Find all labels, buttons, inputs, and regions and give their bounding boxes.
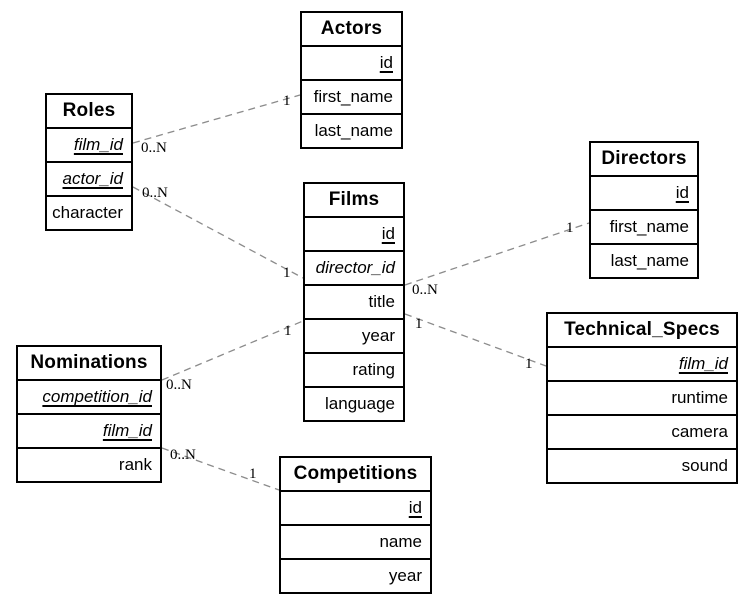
entity-title: Nominations: [30, 352, 148, 373]
cardinality-label: 1: [283, 93, 291, 109]
cardinality-label: 1: [249, 466, 257, 482]
relationship-line-nominations-films: [161, 320, 304, 381]
attribute-id: id: [302, 45, 401, 79]
attribute-id: id: [281, 490, 430, 524]
attribute-name: name: [281, 524, 430, 558]
relationship-line-films-technical_specs: [404, 313, 547, 367]
attribute-film_id: film_id: [47, 127, 131, 161]
cardinality-label: 0..N: [166, 377, 192, 393]
entity-title: Actors: [320, 18, 383, 39]
entity-title: Technical_Specs: [564, 319, 720, 340]
attribute-language: language: [305, 386, 403, 420]
attribute-camera: camera: [548, 414, 736, 448]
attribute-year: year: [305, 318, 403, 352]
attribute-actor_id: actor_id: [47, 161, 131, 195]
attribute-first_name: first_name: [591, 209, 697, 243]
entity-title: Films: [328, 189, 380, 210]
attribute-sound: sound: [548, 448, 736, 482]
attribute-last_name: last_name: [591, 243, 697, 277]
entity-title: Roles: [62, 100, 116, 121]
cardinality-label: 0..N: [142, 185, 168, 201]
relationship-line-roles-actors: [132, 94, 301, 144]
attribute-runtime: runtime: [548, 380, 736, 414]
relationship-line-roles-films: [132, 186, 304, 279]
attribute-id: id: [591, 175, 697, 209]
attribute-last_name: last_name: [302, 113, 401, 147]
relationship-line-nominations-competitions: [161, 447, 280, 491]
attribute-title: title: [305, 284, 403, 318]
cardinality-label: 0..N: [170, 447, 196, 463]
attribute-director_id: director_id: [305, 250, 403, 284]
cardinality-label: 1: [415, 316, 423, 332]
attribute-rank: rank: [18, 447, 160, 481]
attribute-film_id: film_id: [18, 413, 160, 447]
cardinality-label: 1: [284, 323, 292, 339]
attribute-competition_id: competition_id: [18, 379, 160, 413]
relationship-line-films-directors: [404, 222, 590, 286]
attribute-film_id: film_id: [548, 346, 736, 380]
entity-title: Competitions: [293, 463, 418, 484]
attribute-id: id: [305, 216, 403, 250]
cardinality-label: 0..N: [412, 282, 438, 298]
attribute-first_name: first_name: [302, 79, 401, 113]
cardinality-label: 1: [283, 265, 291, 281]
entity-title: Directors: [601, 148, 687, 169]
cardinality-label: 1: [525, 356, 533, 372]
attribute-rating: rating: [305, 352, 403, 386]
cardinality-label: 1: [566, 220, 574, 236]
attribute-year: year: [281, 558, 430, 592]
cardinality-label: 0..N: [141, 140, 167, 156]
attribute-character: character: [47, 195, 131, 229]
